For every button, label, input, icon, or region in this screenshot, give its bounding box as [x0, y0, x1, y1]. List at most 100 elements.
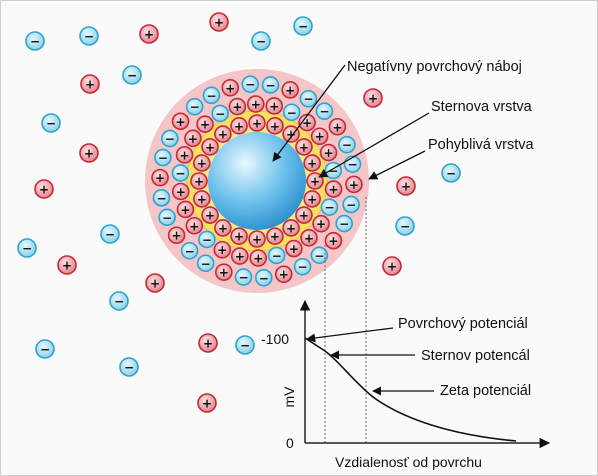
negative-ion: − — [441, 163, 461, 183]
positive-ion: + — [175, 146, 194, 164]
svg-text:−: − — [400, 220, 410, 234]
svg-text:+: + — [235, 250, 245, 264]
svg-text:+: + — [252, 117, 262, 131]
negative-ion: − — [261, 76, 280, 94]
positive-ion: + — [230, 247, 249, 265]
positive-ion: + — [167, 226, 186, 245]
svg-text:+: + — [144, 28, 154, 42]
negative-ion: − — [171, 164, 190, 182]
negative-ion: − — [161, 129, 179, 148]
negative-ion: − — [234, 268, 253, 286]
positive-ion: + — [282, 125, 300, 143]
positive-ion: + — [285, 239, 303, 258]
negative-ion: − — [119, 357, 139, 377]
negative-ion: − — [235, 335, 255, 355]
svg-text:+: + — [85, 78, 95, 92]
negative-ion: − — [342, 195, 360, 214]
positive-ion: + — [214, 219, 232, 237]
surface-charge-pointer — [272, 64, 346, 162]
negative-ion: − — [109, 291, 129, 311]
svg-text:+: + — [232, 100, 242, 114]
positive-ion: + — [221, 78, 240, 97]
svg-text:−: − — [347, 158, 357, 172]
positive-ion: + — [214, 125, 232, 143]
positive-ion: + — [274, 265, 293, 284]
positive-ion: + — [215, 263, 233, 281]
positive-ion: + — [345, 175, 363, 194]
svg-text:+: + — [299, 209, 309, 223]
svg-text:+: + — [304, 231, 314, 245]
negative-ion: − — [35, 339, 55, 359]
svg-text:+: + — [180, 148, 190, 162]
svg-text:+: + — [176, 115, 186, 129]
svg-text:+: + — [219, 266, 229, 280]
svg-text:+: + — [205, 140, 215, 154]
label-mobile-layer: Pohyblivá vrstva — [428, 137, 535, 153]
x-axis-label: Vzdialenosť od povrchu — [335, 454, 482, 470]
positive-ion: + — [213, 240, 232, 259]
svg-text:−: − — [314, 249, 324, 263]
negative-ion: − — [185, 97, 204, 116]
positive-ion: + — [248, 230, 266, 248]
svg-text:−: − — [201, 257, 211, 271]
positive-ion: + — [184, 129, 202, 148]
svg-text:−: − — [346, 198, 356, 212]
negative-ion: − — [202, 86, 221, 105]
surface-potential-arrow — [306, 327, 394, 343]
svg-text:+: + — [368, 92, 378, 106]
svg-text:−: − — [256, 35, 266, 49]
svg-text:−: − — [206, 89, 216, 103]
svg-text:+: + — [299, 140, 309, 154]
positive-ion: + — [145, 273, 165, 293]
negative-ion: − — [320, 198, 339, 216]
svg-text:+: + — [349, 178, 359, 192]
positive-ion: + — [176, 200, 195, 219]
svg-text:+: + — [286, 221, 296, 235]
negative-ion: − — [25, 31, 45, 51]
svg-text:+: + — [205, 209, 215, 223]
svg-text:−: − — [215, 107, 225, 121]
svg-text:+: + — [307, 192, 317, 206]
svg-text:+: + — [172, 229, 182, 243]
svg-text:+: + — [401, 180, 411, 194]
label-stern-potential: Sternov potencál — [421, 348, 530, 364]
svg-text:+: + — [62, 259, 72, 273]
positive-ion: + — [319, 143, 338, 162]
svg-text:+: + — [316, 217, 326, 231]
svg-text:+: + — [176, 185, 186, 199]
svg-text:−: − — [185, 244, 195, 258]
svg-text:−: − — [46, 117, 56, 131]
negative-ion: − — [158, 208, 176, 227]
positive-ion: + — [230, 117, 248, 135]
svg-text:−: − — [240, 339, 250, 353]
svg-text:+: + — [329, 183, 339, 197]
positive-ion: + — [171, 182, 190, 201]
stern-layer-pointer — [318, 112, 430, 178]
positive-ion: + — [193, 190, 211, 208]
positive-ion: + — [201, 138, 219, 156]
svg-text:+: + — [218, 221, 228, 235]
svg-text:+: + — [252, 233, 262, 247]
svg-text:−: − — [342, 138, 352, 152]
svg-text:−: − — [105, 228, 115, 242]
positive-ion: + — [295, 206, 313, 224]
svg-text:−: − — [259, 271, 269, 285]
svg-text:+: + — [194, 175, 204, 189]
positive-ion: + — [363, 88, 383, 108]
svg-text:+: + — [270, 230, 280, 244]
positive-ion: + — [382, 256, 402, 276]
svg-text:+: + — [285, 83, 295, 97]
negative-ion: − — [241, 75, 260, 94]
svg-text:+: + — [387, 260, 397, 274]
negative-ion: − — [338, 135, 356, 154]
svg-text:−: − — [265, 78, 275, 92]
potential-decay-curve — [304, 337, 517, 442]
svg-text:+: + — [202, 397, 212, 411]
negative-ion: − — [196, 254, 215, 273]
positive-ion: + — [248, 114, 266, 132]
mobile-layer-pointer — [368, 150, 426, 180]
svg-text:+: + — [270, 119, 280, 133]
positive-ion: + — [312, 214, 330, 233]
